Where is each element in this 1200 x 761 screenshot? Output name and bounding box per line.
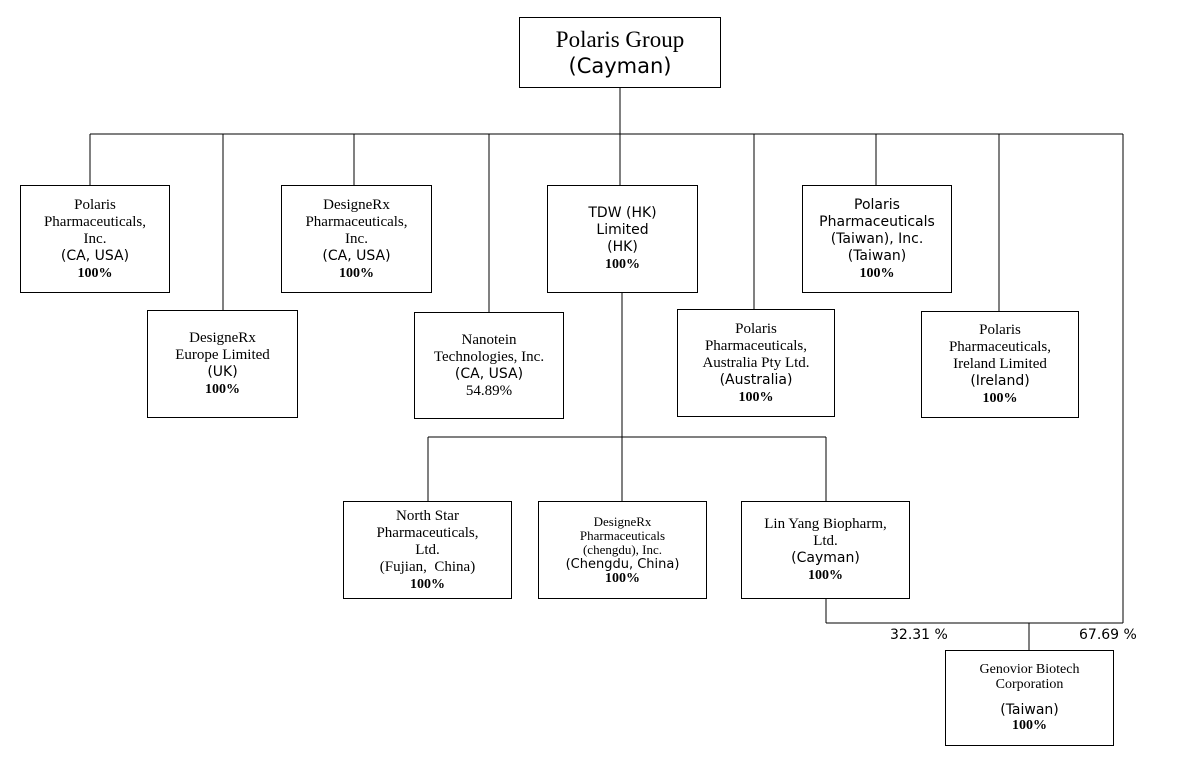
ownership-percent: 100% [859,265,895,281]
entity-name-line: DesigneRx [593,513,652,529]
ownership-percent: 100% [605,570,640,586]
entity-name-line: Polaris [735,320,777,337]
entity-location: (Cayman) [791,550,860,566]
entity-name-line: Australia Pty Ltd. [702,354,810,371]
entity-name-line: Technologies, Inc. [433,348,545,365]
entity-location: (Australia) [719,371,793,388]
ownership-percent: 100% [410,576,445,592]
entity-name-line: Limited [596,222,649,238]
entity-name-line: Ltd. [415,541,440,558]
entity-location: (CA, USA) [60,247,130,264]
entity-name-line: Pharmaceuticals, [43,213,147,230]
node-polaris-pharmaceuticals-australia: Polaris Pharmaceuticals, Australia Pty L… [677,309,835,417]
node-designerx-europe-limited: DesigneRx Europe Limited (UK) 100% [147,310,298,418]
entity-location: (Taiwan) [1000,702,1059,718]
entity-name-line: Polaris [854,196,900,213]
entity-name-line: Pharmaceuticals [819,213,935,230]
entity-name-line: Pharmaceuticals, [305,213,408,230]
entity-name-line: (chengdu), Inc. [582,541,663,557]
entity-name-line: North Star [396,507,459,524]
node-tdw-hk-limited: TDW (HK) Limited (HK) 100% [547,185,698,293]
entity-location: (CA, USA) [322,247,391,264]
node-polaris-pharmaceuticals-taiwan: Polaris Pharmaceuticals (Taiwan), Inc. (… [802,185,952,293]
entity-name-line: Pharmaceuticals, [704,337,808,354]
entity-location: (CA, USA) [454,365,524,382]
edge-label-lin-yang-to-genovior: 32.31 % [890,627,948,643]
entity-name-line: Polaris [979,322,1021,338]
entity-location: (Ireland) [970,373,1030,389]
entity-name-line: Ireland Limited [953,356,1047,372]
entity-name-line: Pharmaceuticals, [948,339,1052,355]
entity-location: (Fujian, China) [379,558,476,575]
ownership-percent: 54.89% [465,382,513,399]
entity-name-line: DesigneRx [189,330,256,346]
entity-location: (Chengdu, China) [565,556,680,572]
entity-name-line: Pharmaceuticals [579,527,666,543]
entity-name-line: DesigneRx [323,196,390,213]
entity-name-line: Polaris [74,196,116,213]
node-designerx-pharmaceuticals-inc: DesigneRx Pharmaceuticals, Inc. (CA, USA… [281,185,432,293]
node-north-star-pharmaceuticals: North Star Pharmaceuticals, Ltd. (Fujian… [343,501,512,599]
entity-name-line: Pharmaceuticals, [376,524,479,541]
ownership-percent: 100% [339,265,374,281]
root-jurisdiction: (Cayman) [568,53,672,78]
entity-name-line: Ltd. [813,533,838,549]
ownership-percent: 100% [205,382,240,397]
entity-name-line: Inc. [345,230,368,247]
entity-location: (UK) [207,364,238,380]
entity-name-line: Corporation [995,677,1064,692]
root-name: Polaris Group [555,26,685,52]
ownership-percent: 100% [808,568,843,583]
ownership-percent: 100% [605,257,640,272]
ownership-percent: 100% [77,265,113,281]
entity-name-line: Inc. [83,230,107,247]
node-designerx-pharmaceuticals-chengdu: DesigneRx Pharmaceuticals (chengdu), Inc… [538,501,707,599]
entity-name-line: Europe Limited [175,347,270,363]
node-polaris-pharmaceuticals-inc: Polaris Pharmaceuticals, Inc. (CA, USA) … [20,185,170,293]
edge-label-group-to-genovior: 67.69 % [1079,627,1137,643]
node-nanotein-technologies: Nanotein Technologies, Inc. (CA, USA) 54… [414,312,564,419]
ownership-percent: 100% [1012,718,1047,733]
entity-name-line: (Taiwan), Inc. [830,230,924,247]
entity-location: (Taiwan) [847,247,907,264]
node-polaris-pharmaceuticals-ireland: Polaris Pharmaceuticals, Ireland Limited… [921,311,1079,418]
entity-name-line: Lin Yang Biopharm, [764,516,887,532]
root-node-polaris-group: Polaris Group (Cayman) [519,17,721,88]
entity-name-line: Genovior Biotech [979,662,1080,677]
node-lin-yang-biopharm: Lin Yang Biopharm, Ltd. (Cayman) 100% [741,501,910,599]
entity-location: (HK) [607,239,638,255]
node-genovior-biotech: Genovior Biotech Corporation (Taiwan) 10… [945,650,1114,746]
ownership-percent: 100% [738,389,774,405]
ownership-percent: 100% [982,391,1018,406]
entity-name-line: TDW (HK) [588,205,657,221]
entity-name-line: Nanotein [461,331,517,348]
